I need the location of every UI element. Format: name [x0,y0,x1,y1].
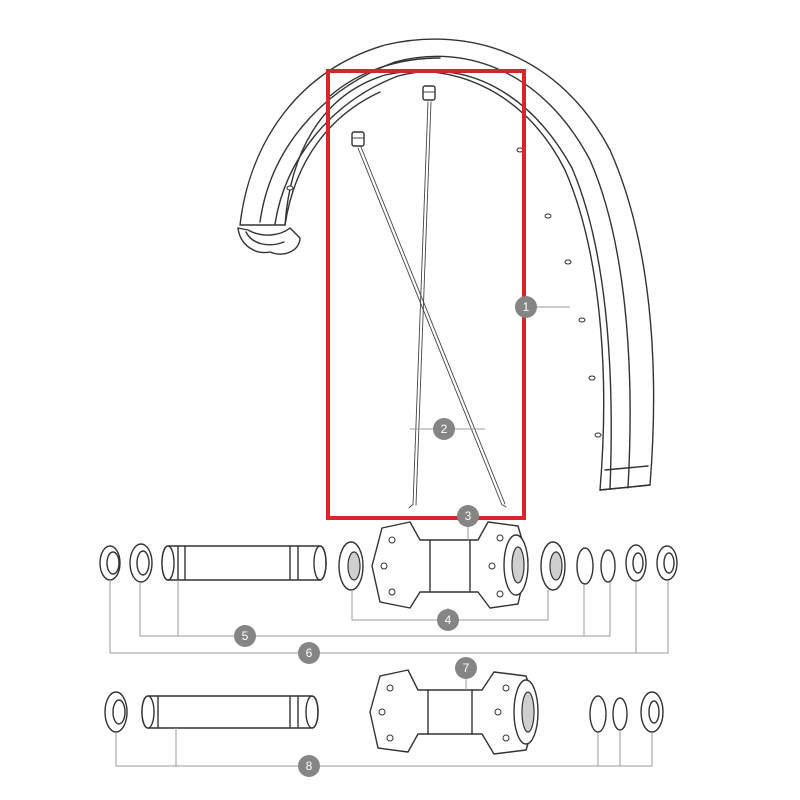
spoke-nipple-center [422,85,436,101]
svg-text:1: 1 [523,300,530,314]
snap-ring [600,549,616,583]
end-cap-left [99,545,121,581]
rear-snap-ring [612,697,628,731]
front-hub-assembly [99,521,678,609]
spoke-nipple-left [351,131,365,147]
svg-text:8: 8 [306,759,313,773]
rear-spacer-ring [589,695,607,733]
seal-ring-right [625,544,647,582]
callout-4: 4 [437,609,459,631]
rear-end-cap-right [640,691,664,733]
svg-text:2: 2 [441,422,448,436]
callout-3: 3 [457,505,479,527]
svg-text:7: 7 [463,661,470,675]
svg-text:4: 4 [445,613,452,627]
callout-7: 7 [455,657,477,679]
svg-text:6: 6 [306,646,313,660]
front-hub-body [371,521,529,609]
rear-hub-assembly [104,669,664,755]
end-cap-left-rear [104,691,128,733]
spacer-ring [576,547,594,585]
rim [237,38,655,491]
svg-text:5: 5 [242,629,249,643]
bearing-left [338,541,364,591]
rear-axle [141,695,319,729]
spokes [351,85,507,509]
rear-hub-body [369,669,539,755]
callout-5: 5 [234,625,256,647]
seal-ring-left [129,543,153,583]
bearing-right [540,541,566,591]
axle [161,545,327,581]
end-cap-right [656,545,678,581]
highlight-box [326,69,526,520]
callout-1: 1 [515,296,537,318]
callout-2: 2 [433,418,455,440]
callout-8: 8 [298,755,320,777]
callout-6: 6 [298,642,320,664]
svg-text:3: 3 [465,509,472,523]
